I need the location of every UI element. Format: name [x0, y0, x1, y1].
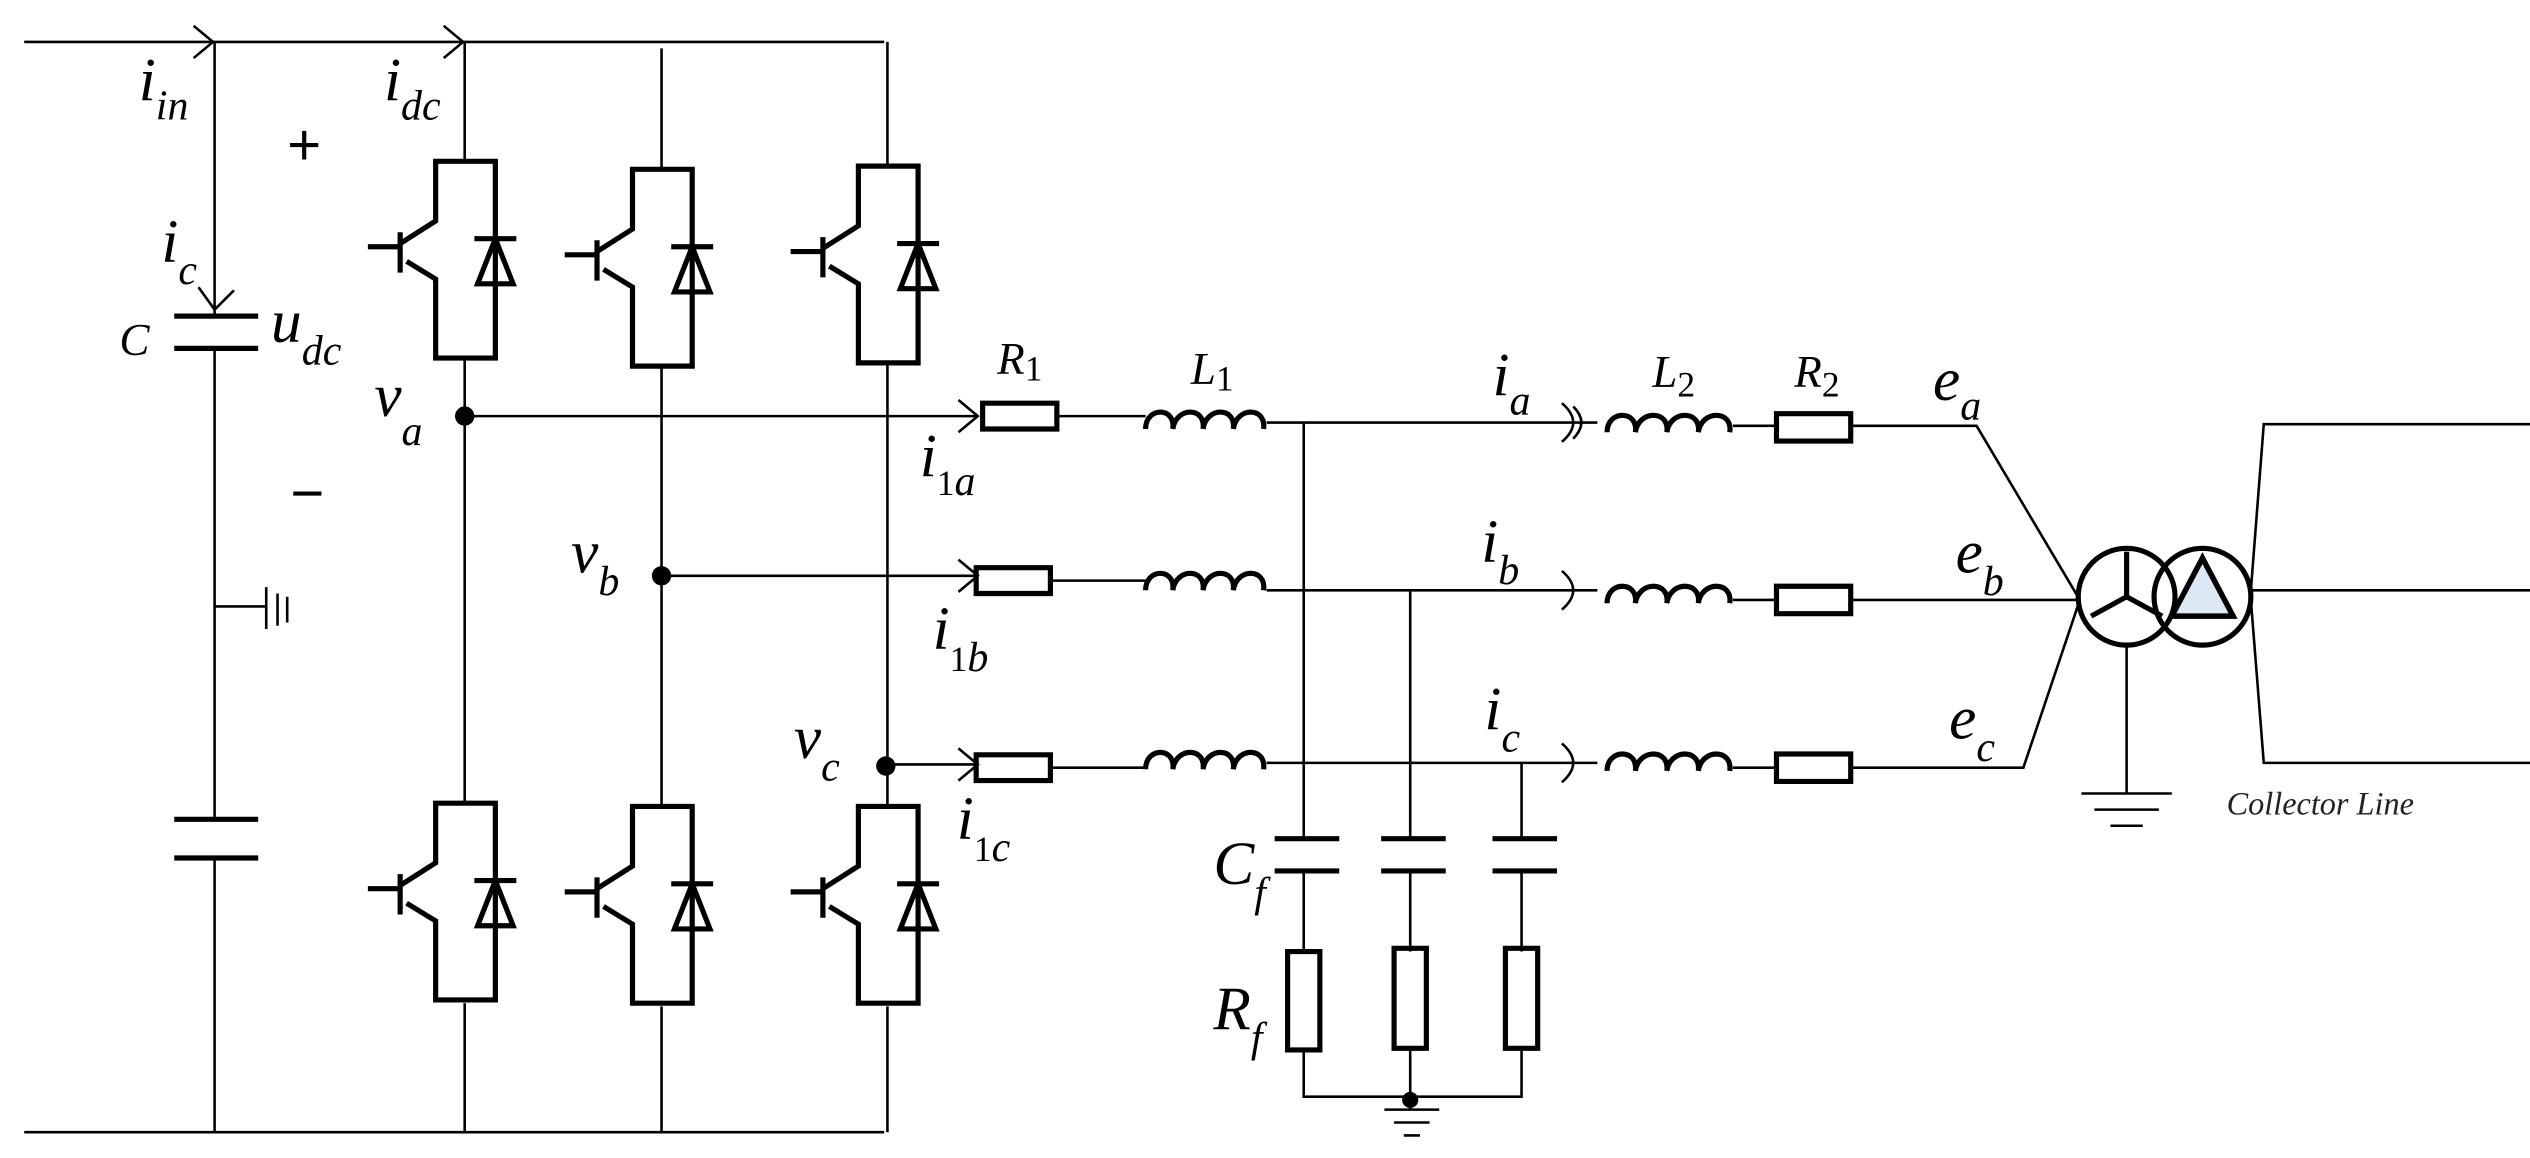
label-i-c-grid: ic: [1484, 675, 1520, 762]
diode-icon: [473, 231, 517, 287]
label-R-f: Rf: [1212, 975, 1267, 1062]
inductor-L2-c: [1604, 751, 1733, 772]
resistor-R2-a: [1773, 411, 1854, 444]
igbt-icon: [790, 803, 921, 1006]
label-v-c: vc: [794, 704, 840, 791]
label-e-c: ec: [1949, 685, 1995, 772]
igbt-icon: [564, 166, 695, 369]
resistor-R1-c: [973, 752, 1053, 784]
label-v-a: va: [374, 362, 422, 455]
igbt-icon: [790, 163, 921, 366]
label-i-in: iin: [139, 46, 189, 129]
label-i-a: ia: [1493, 341, 1531, 424]
wye-icon: [2089, 551, 2164, 619]
label-R2: R2: [1793, 347, 1839, 405]
labels: iin + idc ic C udc − va vb vc i1a i1b i1…: [119, 46, 2414, 1062]
leg-wires: [463, 41, 889, 1133]
resistor-Rf-b: [1391, 945, 1429, 1051]
label-i-1a: i1a: [920, 422, 976, 505]
label-u-dc: udc: [271, 288, 342, 375]
label-v-b: vb: [571, 519, 619, 606]
diode-icon: [670, 239, 714, 295]
resistor-R2-c: [1773, 751, 1854, 784]
diode-icon: [473, 873, 517, 929]
label-collector-line: Collector Line: [2227, 785, 2414, 821]
inductor-L1-a: [1143, 409, 1267, 430]
label-i-b: ib: [1481, 507, 1519, 594]
components: [367, 158, 1854, 1053]
label-plus: +: [287, 113, 321, 178]
diode-icon: [670, 876, 714, 932]
transformer-ground-icon: [2081, 645, 2172, 828]
phase-b-line: [661, 574, 2080, 602]
capacitor-current-arrow: [197, 286, 235, 312]
filter-neutral-node: [1402, 1091, 1419, 1109]
filter-capacitors: [1274, 836, 1558, 874]
label-L1: L1: [1190, 344, 1234, 398]
node-vb: [651, 566, 672, 586]
label-i-1c: i1c: [957, 785, 1011, 872]
dc-positive-rail: [24, 40, 885, 1134]
resistor-R1-b: [973, 565, 1053, 597]
label-i-1b: i1b: [933, 594, 989, 681]
node-va: [455, 406, 475, 426]
label-R1: R1: [996, 334, 1042, 388]
diode-icon: [896, 236, 940, 292]
label-C: C: [119, 315, 150, 365]
chassis-ground-icon: [214, 587, 289, 629]
transformer-delta-winding: [2151, 545, 2254, 648]
label-L2: L2: [1651, 347, 1695, 405]
label-i-dc: idc: [384, 46, 441, 129]
dc-capacitor-upper: [174, 313, 259, 351]
wires: [24, 24, 2530, 1137]
resistor-R2-b: [1773, 583, 1854, 617]
phase-a-line: [464, 414, 2081, 601]
inductor-L2-a: [1604, 412, 1733, 433]
nodes: [455, 406, 896, 776]
label-e-a: ea: [1933, 346, 1981, 429]
node-vc: [876, 756, 896, 776]
label-minus: −: [290, 461, 324, 526]
igbt-icon: [367, 158, 498, 361]
igbt-icon: [564, 803, 695, 1006]
inductor-L1-b: [1143, 570, 1267, 591]
delta-icon: [2167, 552, 2238, 619]
label-C-f: Cf: [1213, 830, 1271, 917]
inductor-L1-c: [1143, 750, 1267, 770]
resistor-Rf-a: [1285, 948, 1323, 1053]
collector-line-wires: [2249, 422, 2530, 765]
diode-icon: [896, 876, 940, 932]
dc-capacitor-lower: [174, 816, 259, 861]
inductor-L2-b: [1604, 583, 1733, 604]
label-e-b: eb: [1956, 519, 2004, 606]
phase-c-line: [884, 599, 2082, 769]
resistor-R1-a: [980, 400, 1060, 432]
igbt-icon: [367, 800, 498, 1003]
input-current-arrow: [192, 24, 466, 60]
resistor-Rf-c: [1502, 945, 1541, 1051]
label-i-c: ic: [161, 207, 197, 294]
